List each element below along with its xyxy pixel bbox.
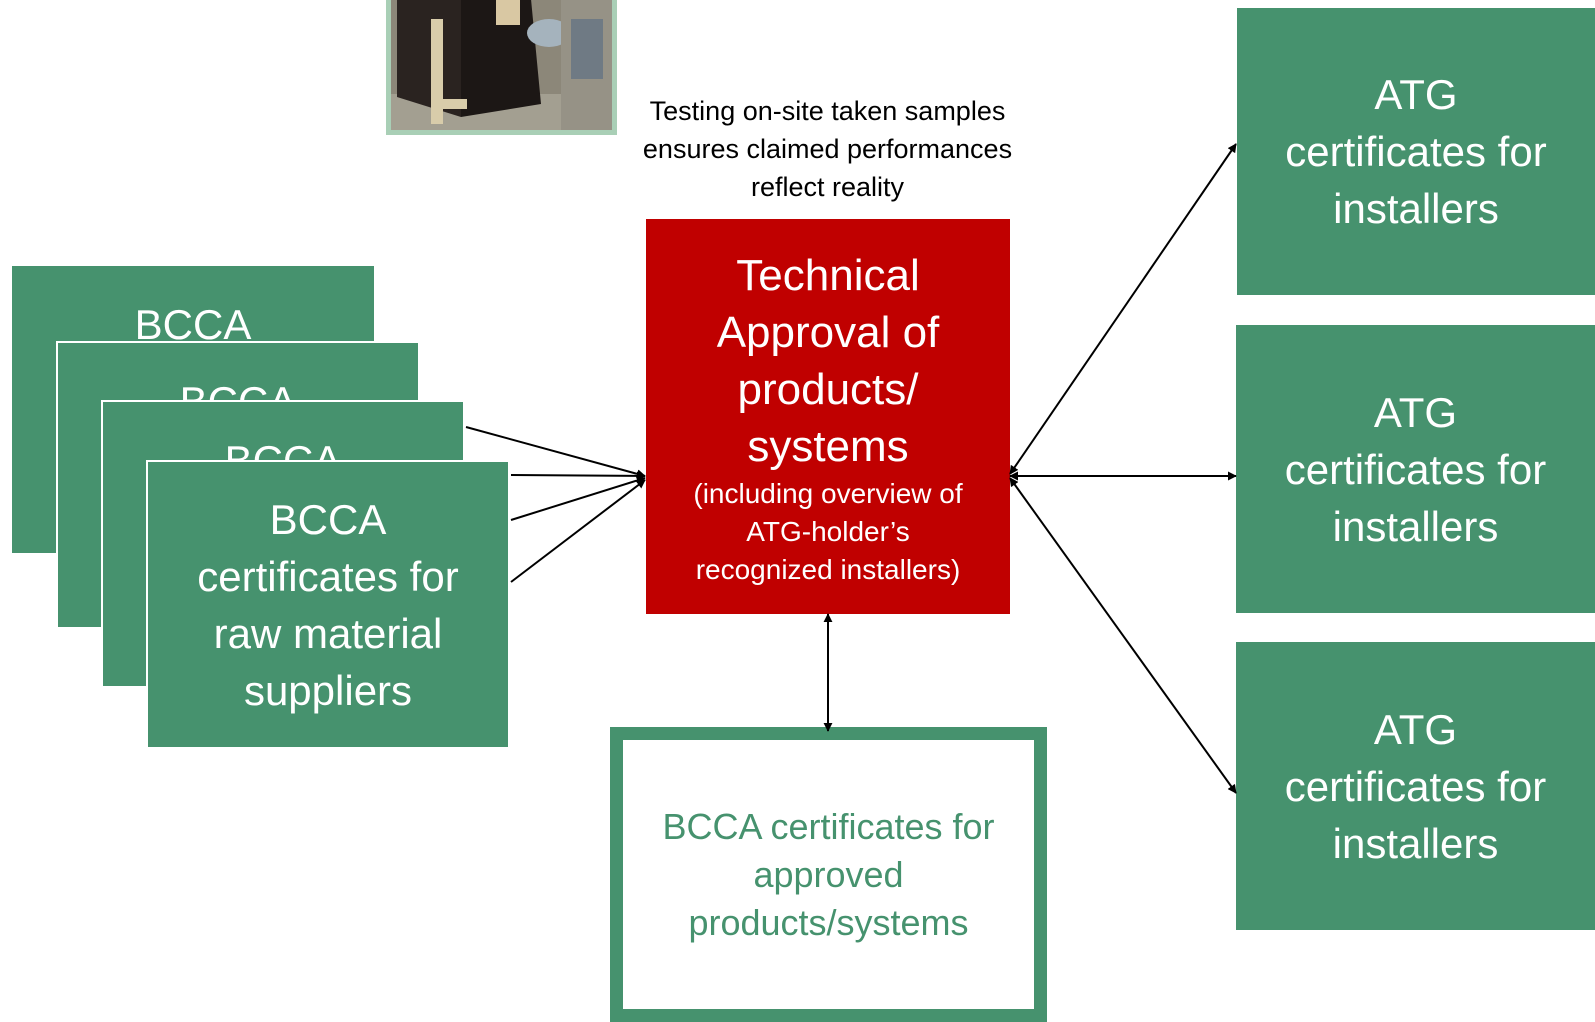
supplier-card-line-3: raw material [213, 609, 443, 657]
approval-line-3: products/ [737, 365, 919, 414]
testing-site-photo-icon [391, 0, 612, 130]
testing-site-photo [386, 0, 617, 135]
atg-line-3: installers [1332, 819, 1499, 867]
arrow-supplier-4 [510, 479, 646, 583]
atg-line-1: ATG [1373, 388, 1458, 436]
approval-sub-line-1: (including overview of [693, 478, 963, 509]
technical-approval-box: Technical Approval of products/ systems … [646, 219, 1010, 614]
atg-line-3: installers [1333, 185, 1499, 232]
atg-line-2: certificates for [1284, 762, 1547, 810]
arrow-atg-1 [1009, 143, 1237, 475]
caption-line-2: ensures claimed performances [642, 134, 1013, 164]
approval-line-1: Technical [736, 251, 920, 300]
atg-line-3: installers [1332, 502, 1499, 550]
approval-line-4: systems [747, 422, 909, 471]
arrow-supplier-2 [510, 471, 646, 481]
caption-line-3: reflect reality [750, 172, 905, 202]
atg-certificate-box-2: ATG certificates for installers [1236, 325, 1595, 613]
supplier-card-line-4: suppliers [243, 666, 413, 714]
supplier-card-label: BCCA [134, 301, 252, 348]
caption-line-1: Testing on-site taken samples [649, 96, 1006, 126]
atg-line-1: ATG [1374, 71, 1458, 118]
products-line-1: BCCA certificates for [662, 805, 995, 847]
supplier-card-line-1: BCCA [269, 495, 387, 543]
atg-certificate-box-3: ATG certificates for installers [1236, 642, 1595, 930]
approved-products-certificate-box: BCCA certificates for approved products/… [610, 727, 1047, 1022]
testing-caption: Testing on-site taken samples ensures cl… [585, 92, 1070, 206]
approval-sub-line-2: ATG-holder’s [746, 516, 910, 547]
atg-certificate-box-1: ATG certificates for installers [1237, 8, 1595, 295]
atg-line-1: ATG [1373, 705, 1458, 753]
arrow-atg-3 [1009, 477, 1237, 794]
approval-sub-line-3: recognized installers) [695, 554, 961, 585]
arrow-supplier-3 [510, 476, 646, 521]
supplier-certificate-card: BCCA certificates for raw material suppl… [146, 460, 510, 749]
products-line-2: approved [753, 853, 904, 895]
approval-line-2: Approval of [716, 308, 940, 357]
supplier-card-line-2: certificates for [197, 552, 459, 600]
atg-line-2: certificates for [1285, 128, 1547, 175]
products-line-3: products/systems [688, 901, 969, 943]
arrow-supplier-1 [465, 426, 646, 479]
atg-line-2: certificates for [1284, 445, 1547, 493]
